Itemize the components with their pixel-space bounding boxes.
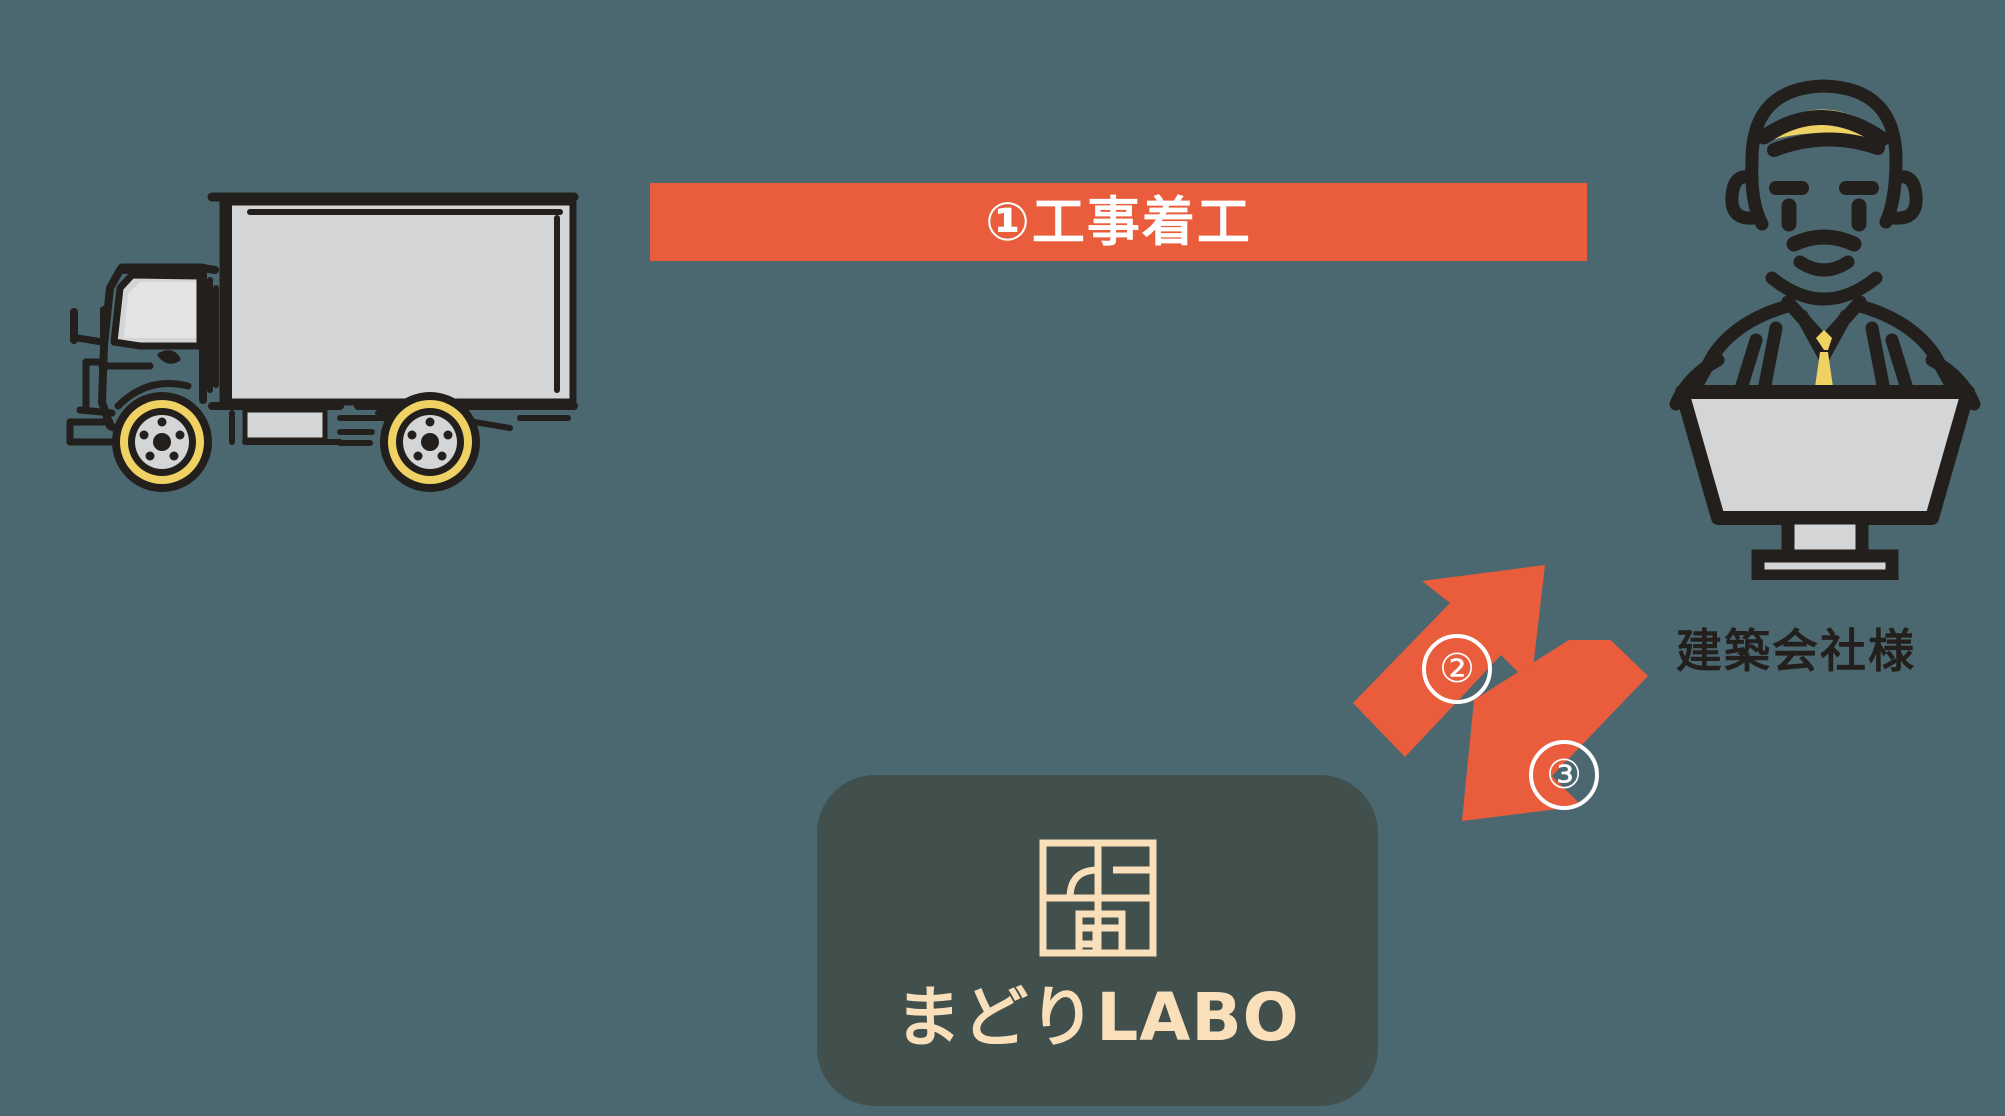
step-1-banner-label: ①工事着工 [985,191,1252,253]
delivery-truck-icon [40,170,600,505]
company-label: 建築会社様 [1676,624,1916,678]
step-1-banner: ①工事着工 [650,183,1587,261]
brand-name: まどりLABO [895,979,1300,1056]
step-3-arrow [1440,624,1760,970]
step-3-badge: ③ [1529,740,1599,810]
floor-plan-icon [1036,836,1160,965]
brand-card: まどりLABO [817,775,1378,1106]
step-2-badge: ② [1422,634,1492,704]
businessman-at-computer-icon [1660,40,1990,585]
